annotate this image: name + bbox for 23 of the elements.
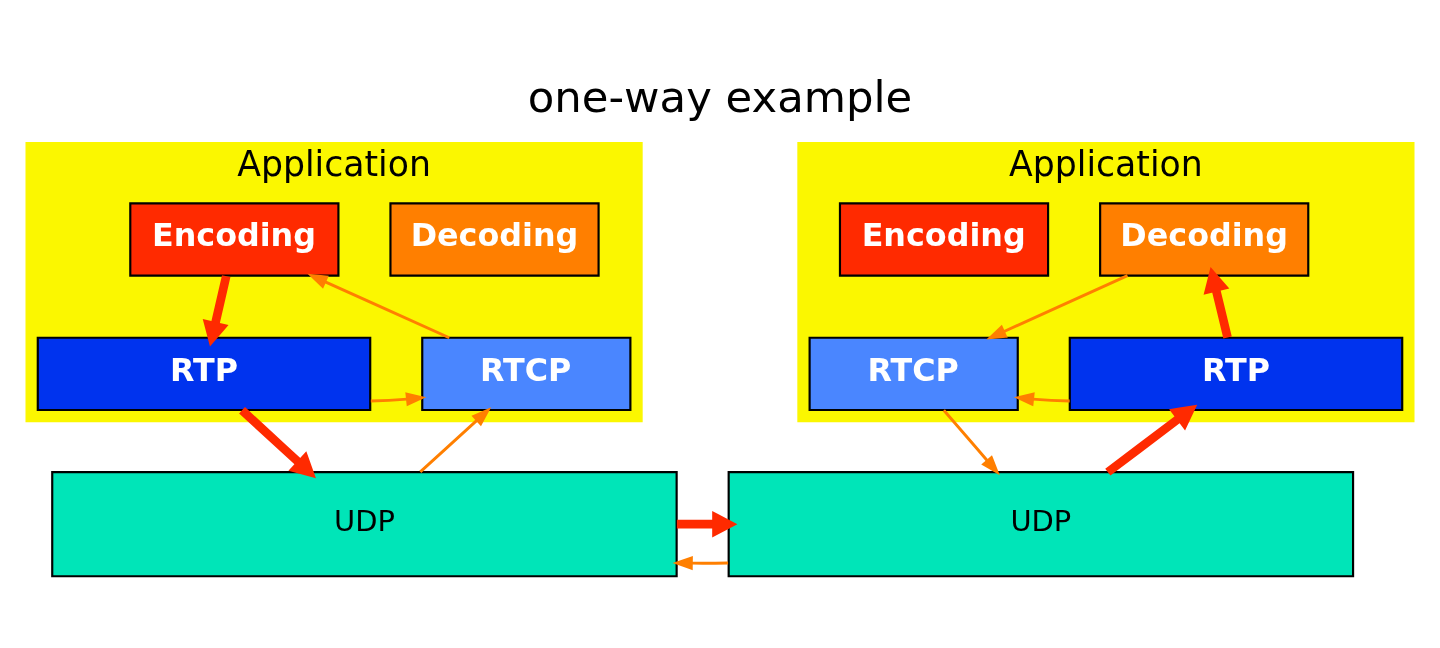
arrow	[1105, 404, 1198, 476]
node-box: UDP	[51, 471, 678, 578]
node-box: Encoding	[129, 202, 340, 277]
arrow	[986, 274, 1129, 340]
arrow	[419, 407, 492, 473]
node-box: Decoding	[1099, 202, 1310, 277]
diagram-title: one-way example	[527, 72, 913, 123]
node-box: RTP	[1068, 336, 1404, 412]
node-box: RTCP	[421, 336, 632, 412]
node-box: Decoding	[389, 202, 600, 277]
node-box: RTP	[36, 336, 372, 412]
arrow	[672, 556, 729, 571]
arrow	[942, 409, 1000, 476]
node-box: Encoding	[838, 202, 1050, 277]
arrow	[1203, 267, 1232, 339]
arrow	[239, 407, 316, 479]
node-box: RTCP	[808, 336, 1019, 412]
arrow	[1013, 392, 1070, 407]
arrow	[202, 275, 231, 347]
arrow	[370, 392, 427, 407]
arrow	[307, 273, 450, 340]
arrow	[676, 510, 738, 538]
node-box: UDP	[727, 471, 1355, 578]
